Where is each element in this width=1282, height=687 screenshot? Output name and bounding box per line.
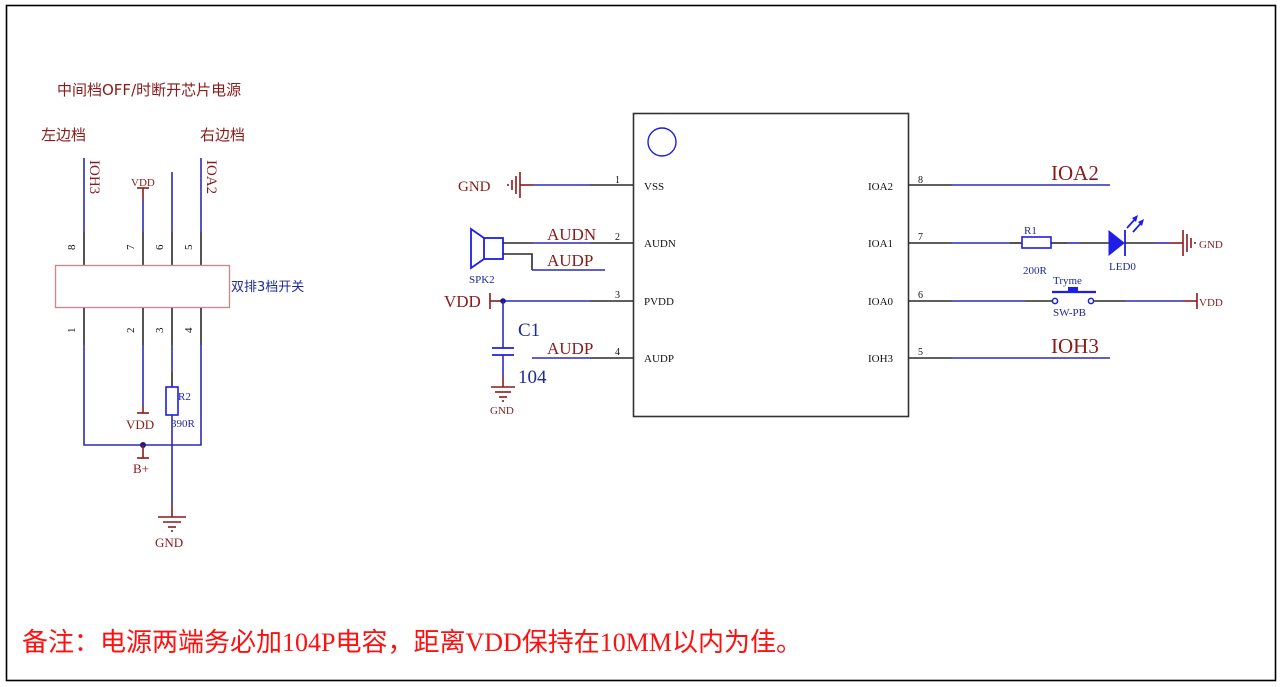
- three-position-switch-body: [54, 264, 231, 309]
- cap-ref-label: C1: [518, 320, 540, 341]
- left-circuit: GND SPK2 AUDN AUDP VDD: [444, 172, 633, 417]
- net-label-audn: AUDN: [547, 225, 596, 244]
- right-circuit: IOA2 R1 LED0 GND 200R: [908, 161, 1223, 359]
- speaker-ref-label: SPK2: [469, 274, 495, 286]
- net-label-audp-pin4: AUDP: [547, 339, 593, 358]
- gnd-label-vss: GND: [458, 179, 491, 195]
- gnd-label-led: GND: [1199, 239, 1223, 251]
- chip-pin-num-4: 4: [615, 347, 620, 358]
- switch-section: 中间档OFF/时断开芯片电源 左边档 右边档 IOH3 VDD IOA2 8 7…: [41, 81, 304, 550]
- switch-name-label: Tryme: [1053, 275, 1082, 287]
- net-label-ioh3: IOH3: [1051, 334, 1099, 358]
- switch-pin-2: 2: [125, 328, 137, 334]
- chip-pin-name-ioa2: IOA2: [868, 181, 893, 193]
- chip-pin-num-8: 8: [918, 175, 923, 186]
- r2-value-label: 390R: [171, 418, 196, 430]
- design-note: 备注：电源两端务必加104P电容，距离VDD保持在10MM以内为佳。: [22, 628, 802, 657]
- ground-symbol-switch: [158, 505, 186, 532]
- resistor-r1: [1021, 236, 1052, 249]
- net-label-ioh3-switch: IOH3: [86, 160, 102, 194]
- switch-note-title: 中间档OFF/时断开芯片电源: [57, 81, 241, 99]
- switch-pin-7: 7: [125, 244, 137, 250]
- speaker-icon: [470, 227, 504, 270]
- vdd-label-bottom: VDD: [126, 417, 154, 432]
- switch-pin-3: 3: [154, 327, 166, 333]
- chip-pin-num-2: 2: [615, 232, 620, 243]
- led-icon: [1108, 215, 1144, 257]
- chip-pin-num-5: 5: [918, 347, 923, 358]
- chip-pin-name-vss: VSS: [644, 181, 664, 193]
- chip-pin-num-6: 6: [918, 290, 923, 301]
- chip-pin-num-7: 7: [918, 232, 923, 243]
- chip-body: [632, 112, 910, 418]
- bplus-label: B+: [133, 461, 149, 476]
- left-position-label: 左边档: [41, 126, 86, 144]
- r1-ref-label: R1: [1024, 225, 1037, 237]
- main-chip: VSS AUDN PVDD AUDP 1 2 3 4 IOA2 IOA1 IOA…: [615, 112, 923, 418]
- switch-pin-5: 5: [183, 244, 195, 250]
- chip-pin-name-ioa1: IOA1: [868, 238, 893, 250]
- sheet-border: [5, 4, 1277, 682]
- chip-pin-name-ioh3: IOH3: [868, 353, 894, 365]
- net-label-audp-speaker: AUDP: [547, 251, 593, 270]
- switch-pin-6: 6: [154, 244, 166, 250]
- switch-pin-4: 4: [183, 327, 195, 333]
- switch-pin-8: 8: [66, 244, 78, 250]
- vdd-label-pvdd: VDD: [444, 292, 481, 311]
- resistor-r2: [165, 386, 179, 416]
- switch-part-label: 双排3档开关: [231, 280, 304, 295]
- ground-symbol-vss: [507, 172, 533, 198]
- chip-pin-name-audn: AUDN: [644, 238, 676, 250]
- led-ref-label: LED0: [1109, 261, 1136, 273]
- pin1-marker-circle: [647, 127, 677, 157]
- ground-symbol-led: [1182, 230, 1196, 256]
- chip-pin-name-audp: AUDP: [644, 353, 674, 365]
- chip-pin-name-ioa0: IOA0: [868, 296, 894, 308]
- push-button-icon: [1051, 287, 1096, 305]
- switch-pin-1: 1: [66, 328, 78, 334]
- chip-pin-num-3: 3: [615, 290, 620, 301]
- vdd-label-ioa0: VDD: [1199, 297, 1223, 309]
- cap-value-label: 104: [518, 367, 547, 388]
- vdd-label-top: VDD: [131, 177, 155, 189]
- net-label-ioa2-switch: IOA2: [203, 160, 219, 194]
- switch-ref-label: SW-PB: [1053, 307, 1086, 319]
- ground-symbol-cap: [491, 375, 515, 402]
- net-label-ioa2: IOA2: [1051, 161, 1099, 185]
- right-position-label: 右边档: [200, 126, 245, 144]
- gnd-label-switch: GND: [155, 535, 183, 550]
- chip-pin-num-1: 1: [615, 175, 620, 186]
- gnd-label-cap: GND: [490, 405, 514, 417]
- r1-value-label: 200R: [1023, 265, 1048, 277]
- chip-pin-name-pvdd: PVDD: [644, 296, 674, 308]
- r2-ref-label: R2: [178, 391, 191, 403]
